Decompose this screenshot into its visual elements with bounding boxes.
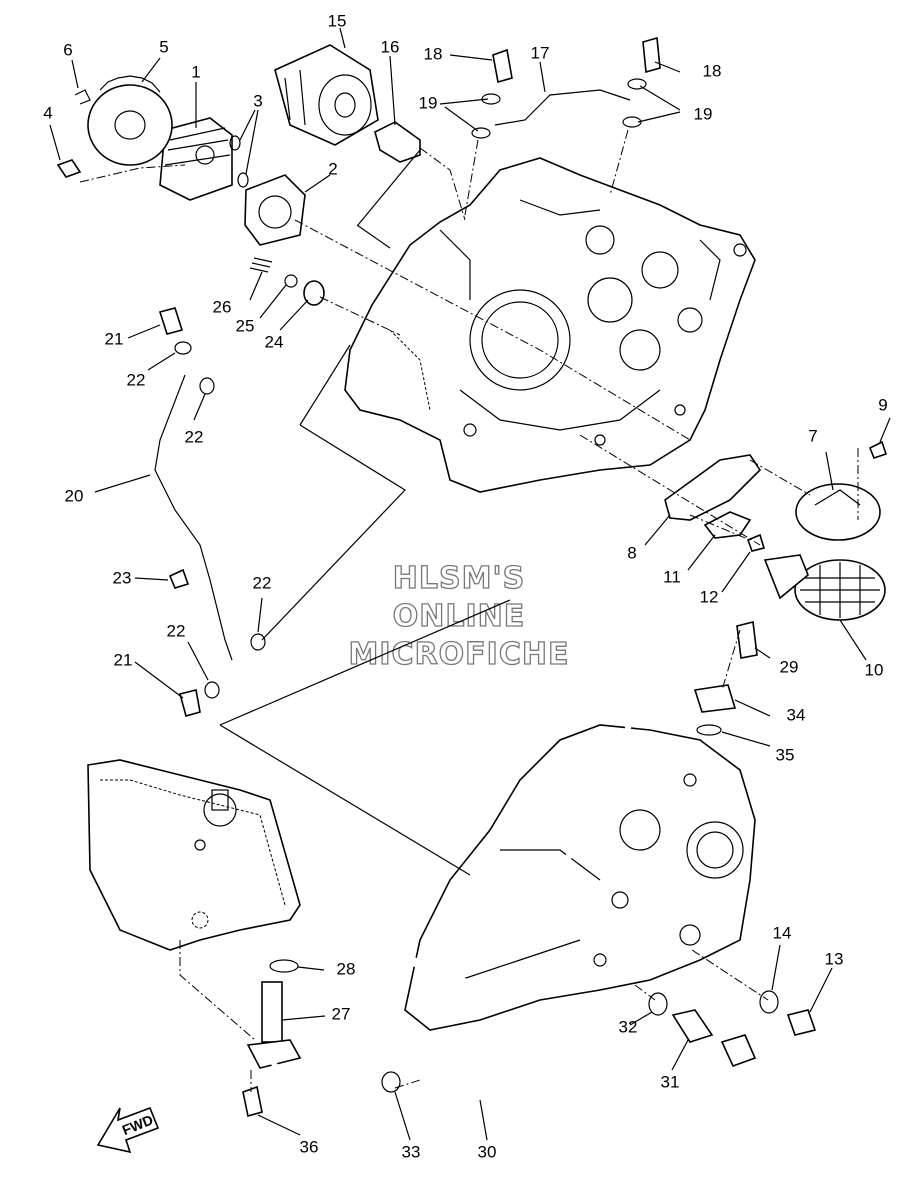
bracket-plate [664, 454, 762, 521]
callout-21a: 21 [105, 329, 124, 348]
upper-crankcase [344, 157, 756, 493]
callout-28: 28 [337, 959, 356, 978]
callout-35: 35 [776, 745, 795, 764]
callout-labels: 1 2 3 4 5 6 7 8 9 10 11 12 13 14 15 16 1… [43, 11, 887, 1161]
callout-7: 7 [808, 426, 817, 445]
callout-23: 23 [113, 568, 132, 587]
oil-strainer [763, 554, 886, 621]
oil-filter [274, 44, 379, 146]
callout-12: 12 [700, 587, 719, 606]
oil-fitting [374, 121, 421, 163]
oil-tank [87, 759, 301, 951]
callout-18a: 18 [424, 44, 443, 63]
oil-pump [159, 117, 233, 201]
callout-8: 8 [627, 543, 636, 562]
callout-4: 4 [43, 103, 52, 122]
callout-24: 24 [265, 332, 284, 351]
strainer-cover [795, 483, 881, 541]
callout-16: 16 [381, 37, 400, 56]
callout-33: 33 [402, 1142, 421, 1161]
watermark-line-1: HLSM'S [393, 561, 525, 596]
callout-13: 13 [825, 949, 844, 968]
callout-14: 14 [773, 923, 792, 942]
callout-6: 6 [63, 40, 72, 59]
callout-10: 10 [865, 660, 884, 679]
oil-delivery-pipe-20 [154, 374, 233, 661]
watermark-line-3: MICROFICHE [349, 637, 570, 672]
callout-1: 1 [191, 62, 200, 81]
callout-34: 34 [787, 705, 806, 724]
callout-22b: 22 [185, 427, 204, 446]
callout-2: 2 [328, 159, 337, 178]
callout-11: 11 [663, 567, 681, 586]
callout-19b: 19 [694, 104, 713, 123]
callout-21b: 21 [114, 650, 133, 669]
small-hardware [56, 36, 888, 1118]
callout-31: 31 [661, 1072, 680, 1091]
oil-pipe-27 [246, 981, 371, 1088]
callout-25: 25 [236, 316, 255, 335]
watermark-line-2: ONLINE [393, 599, 526, 634]
callout-9: 9 [878, 395, 887, 414]
callout-19a: 19 [419, 93, 438, 112]
callout-5: 5 [159, 37, 168, 56]
callout-18b: 18 [703, 61, 722, 80]
oil-delivery-pipe-17 [494, 89, 631, 126]
callout-3: 3 [253, 91, 262, 110]
callout-30: 30 [478, 1142, 497, 1161]
leader-lines [49, 27, 891, 1141]
pump-drive-gear [87, 75, 173, 166]
reference-lines [79, 129, 859, 1092]
lower-crankcase [404, 724, 756, 1031]
oil-pipe-34 [557, 628, 729, 901]
callout-29: 29 [780, 657, 799, 676]
gasket [244, 174, 306, 246]
callout-20: 20 [65, 486, 84, 505]
oil-hose-lower [255, 733, 546, 995]
callout-36: 36 [300, 1137, 319, 1156]
callout-22c: 22 [253, 573, 272, 592]
callout-22d: 22 [167, 621, 186, 640]
oil-hose-30 [419, 1054, 809, 1146]
callout-27: 27 [332, 1004, 351, 1023]
fwd-arrow: FWD [96, 1106, 160, 1154]
callout-15: 15 [328, 11, 347, 30]
callout-32: 32 [619, 1017, 638, 1036]
callout-26: 26 [213, 297, 232, 316]
callout-17: 17 [531, 43, 550, 62]
callout-22a: 22 [127, 370, 146, 389]
watermark: HLSM'S ONLINE MICROFICHE [348, 560, 570, 672]
